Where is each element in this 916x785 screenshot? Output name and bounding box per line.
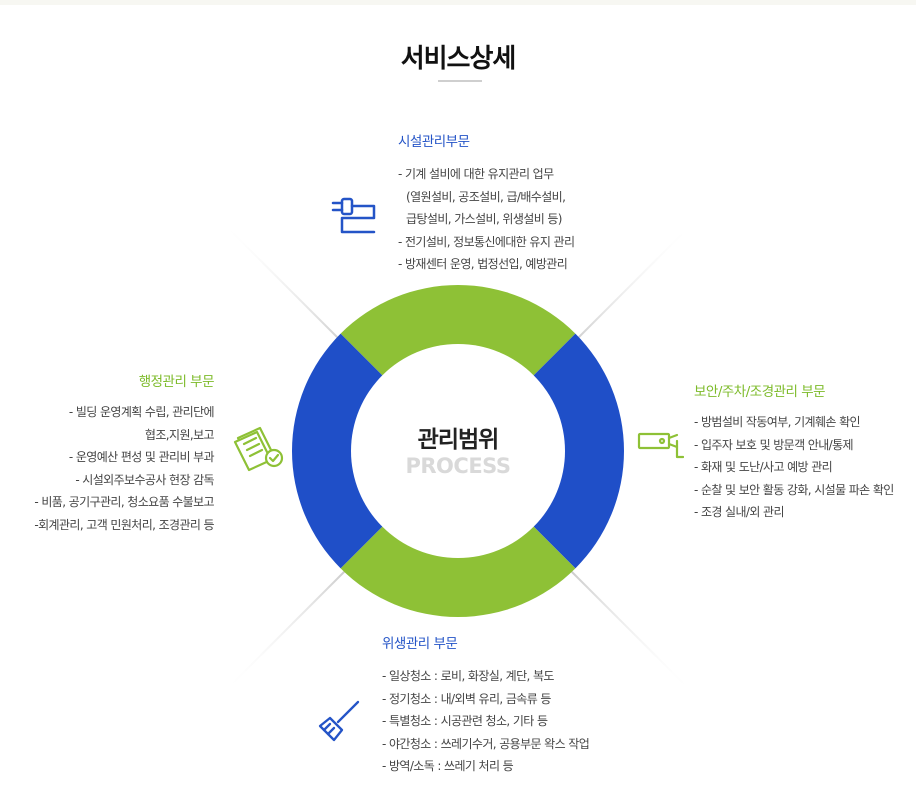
list-item: - 시설외주보수공사 현장 감독 (75, 472, 214, 487)
ring (292, 285, 624, 617)
list-item: - 기계 설비에 대한 유지관리 업무 (398, 167, 554, 181)
section-admin-list: - 빌딩 운영계획 수립, 관리단에 협조,지원,보고 - 운영예산 편성 및 … (8, 401, 214, 536)
ring-segment-facility (340, 285, 576, 378)
diagonal-line-top-right (565, 221, 695, 351)
cctv-camera-icon (637, 432, 684, 459)
section-facility-list: - 기계 설비에 대한 유지관리 업무 (열원설비, 공조설비, 급/배수설비,… (398, 163, 575, 276)
document-check-icon (233, 426, 284, 472)
list-item: - 빌딩 운영계획 수립, 관리단에 (68, 405, 215, 419)
top-strip (0, 0, 916, 5)
page-title: 서비스상세 (400, 44, 517, 74)
list-item: - 야간청소 : 쓰레기수거, 공용부문 왁스 작업 (382, 736, 590, 751)
section-security: 보안/주차/조경관리 부문 - 방범설비 작동여부, 기계훼손 확인 - 입주자… (694, 380, 894, 524)
list-item: - 방범설비 작동여부, 기계훼손 확인 (694, 415, 861, 429)
title-underline (438, 80, 482, 82)
list-item: - 일상청소 : 로비, 화장실, 계단, 복도 (382, 669, 554, 683)
section-admin-title: 행정관리 부문 (138, 374, 215, 390)
plug-icon (331, 197, 376, 234)
list-item: - 조경 실내/외 관리 (694, 505, 785, 519)
diagonal-line-top-left (221, 221, 351, 351)
diagonal-line-bottom-left (221, 565, 351, 695)
list-item: -회계관리, 고객 민원처리, 조경관리 등 (34, 517, 214, 532)
list-item: 협조,지원,보고 (144, 427, 215, 442)
list-item: - 특별청소 : 시공관련 청소, 기타 등 (382, 714, 548, 728)
diagonal-line-bottom-right (565, 565, 695, 695)
ring-center-disc (351, 344, 565, 558)
section-security-title: 보안/주차/조경관리 부문 (694, 384, 826, 400)
section-hygiene-title: 위생관리 부문 (382, 636, 458, 652)
section-hygiene-list: - 일상청소 : 로비, 화장실, 계단, 복도 - 정기청소 : 내/외벽 유… (382, 665, 590, 778)
ring-segment-security (531, 333, 624, 569)
list-item: (열원설비, 공조설비, 급/배수설비, (406, 189, 566, 204)
list-item: - 입주자 보호 및 방문객 안내/통제 (694, 437, 854, 452)
center-subtitle: PROCESS (405, 454, 511, 478)
list-item: - 정기청소 : 내/외벽 유리, 금속류 등 (382, 691, 551, 706)
list-item: - 비품, 공기구관리, 청소요품 수불보고 (34, 495, 214, 509)
list-item: - 순찰 및 보안 활동 강화, 시설물 파손 확인 (694, 482, 894, 497)
section-admin: 행정관리 부문 - 빌딩 운영계획 수립, 관리단에 협조,지원,보고 - 운영… (8, 370, 214, 536)
list-item: - 방역/소독 : 쓰레기 처리 등 (382, 759, 514, 773)
list-item: - 운영예산 편성 및 관리비 부과 (68, 450, 215, 464)
section-security-list: - 방범설비 작동여부, 기계훼손 확인 - 입주자 보호 및 방문객 안내/통… (694, 411, 894, 524)
list-item: - 방재센터 운영, 법정선입, 예방관리 (398, 257, 568, 271)
section-hygiene: 위생관리 부문 - 일상청소 : 로비, 화장실, 계단, 복도 - 정기청소 … (382, 632, 590, 778)
section-facility: 시설관리부문 - 기계 설비에 대한 유지관리 업무 (열원설비, 공조설비, … (398, 130, 575, 276)
center-title: 관리범위 (417, 427, 500, 453)
broom-icon (318, 700, 360, 742)
ring-segment-hygiene (340, 524, 576, 617)
list-item: 급탕설비, 가스설비, 위생설비 등) (406, 212, 562, 226)
section-facility-title: 시설관리부문 (398, 134, 470, 150)
list-item: - 화재 및 도난/사고 예방 관리 (694, 460, 833, 474)
ring-segment-admin (292, 333, 385, 569)
list-item: - 전기설비, 정보통신에대한 유지 관리 (398, 234, 575, 249)
